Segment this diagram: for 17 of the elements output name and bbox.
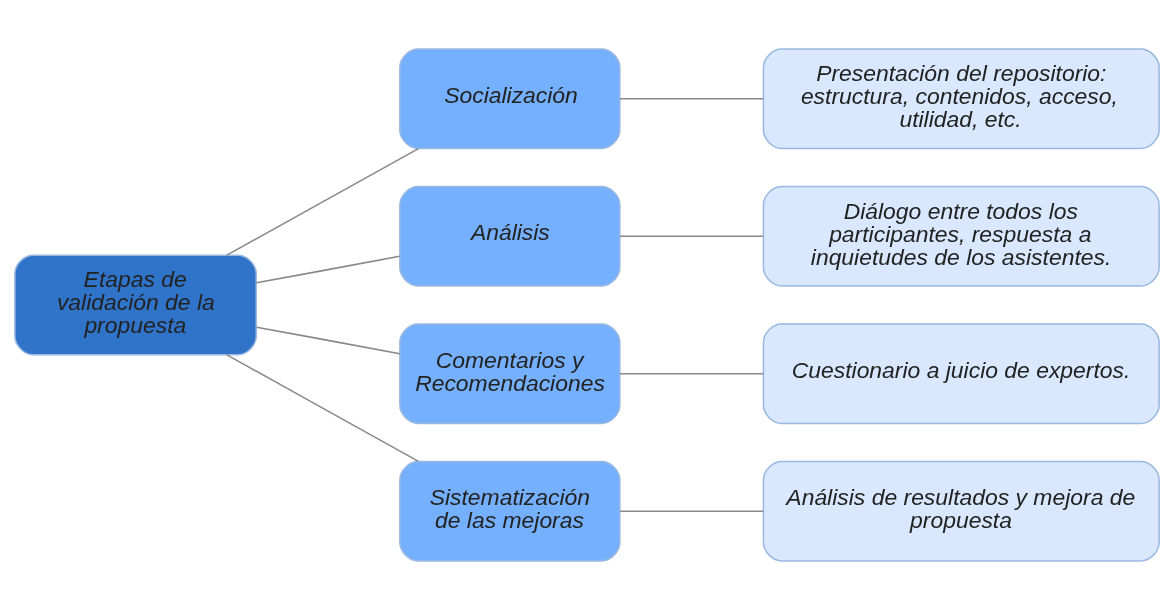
node-box: Sistematización de las mejoras: [399, 460, 621, 562]
connector: [225, 147, 420, 256]
node-box: Comentarios y Recomendaciones: [399, 322, 621, 424]
node-box: Etapas de validación de la propuesta: [14, 254, 257, 355]
connector: [619, 97, 765, 100]
node-box: Socialización: [399, 47, 621, 149]
node-box: Presentación del repositorio: estructura, contenidos, acceso, utilidad, etc.: [762, 47, 1160, 149]
connector: [619, 372, 765, 374]
connector: [619, 509, 765, 512]
node-box: Diálogo entre todos los participantes, respuesta a inquietudes de los asistentes.: [762, 185, 1160, 287]
connector: [255, 255, 401, 284]
node-box: Análisis de resultados y mejora de propuesta: [762, 460, 1160, 562]
connector: [225, 353, 420, 462]
connector: [255, 325, 401, 354]
node-box: Cuestionario a juicio de expertos.: [762, 322, 1160, 424]
node-box: Análisis: [399, 185, 621, 287]
connector: [619, 235, 765, 237]
